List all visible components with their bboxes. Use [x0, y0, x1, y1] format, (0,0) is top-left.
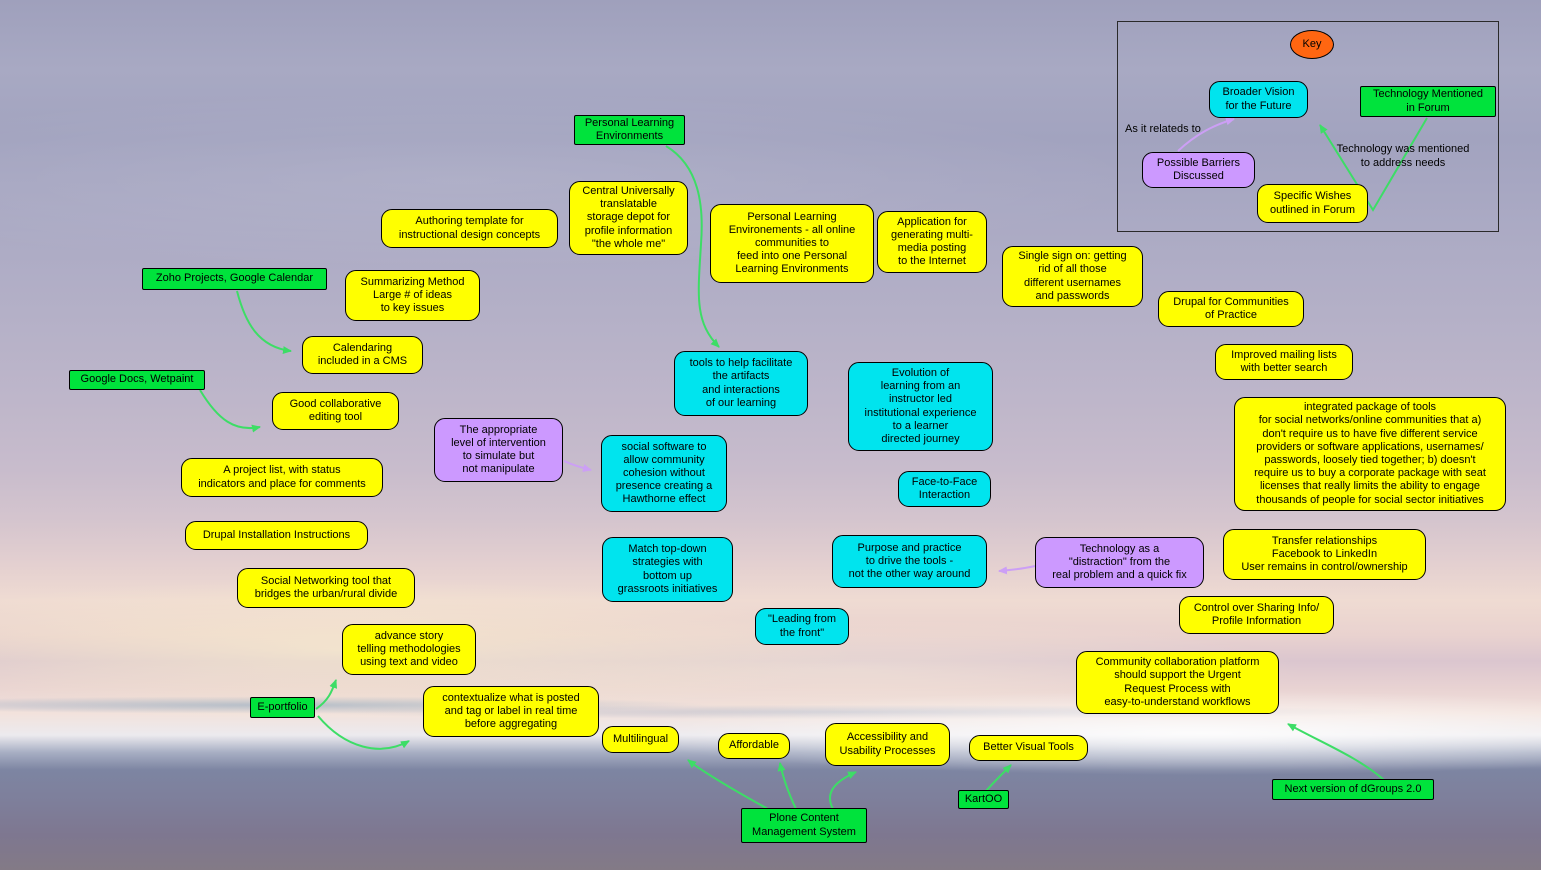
- node-kartoo[interactable]: KartOO: [958, 790, 1009, 809]
- arrow-zoho-to-calendaring: [236, 290, 292, 355]
- node-drupal-installation[interactable]: Drupal Installation Instructions: [185, 521, 368, 550]
- node-authoring-template[interactable]: Authoring template for instructional des…: [381, 209, 558, 248]
- key-technology-mentioned-node[interactable]: Technology Mentioned in Forum: [1360, 86, 1496, 117]
- node-control-sharing-info[interactable]: Control over Sharing Info/ Profile Infor…: [1179, 596, 1334, 634]
- arrow-appropriate-to-socialsoftware: [563, 460, 592, 472]
- node-match-top-down[interactable]: Match top-down strategies with bottom up…: [602, 537, 733, 602]
- node-integrated-package[interactable]: integrated package of tools for social n…: [1234, 397, 1506, 511]
- node-multilingual[interactable]: Multilingual: [602, 726, 679, 753]
- node-better-visual-tools[interactable]: Better Visual Tools: [969, 735, 1088, 761]
- node-e-portfolio[interactable]: E-portfolio: [250, 697, 315, 718]
- node-good-collaborative-editing[interactable]: Good collaborative editing tool: [272, 392, 399, 430]
- node-calendaring-cms[interactable]: Calendaring included in a CMS: [302, 336, 423, 374]
- arrow-plone-to-affordable: [777, 762, 797, 810]
- node-central-storage-depot[interactable]: Central Universally translatable storage…: [569, 181, 688, 255]
- key-broader-vision-node[interactable]: Broader Vision for the Future: [1209, 81, 1308, 118]
- node-next-version-dgroups[interactable]: Next version of dGroups 2.0: [1272, 779, 1434, 800]
- key-technology-was-mentioned-label: Technology was mentioned to address need…: [1336, 143, 1470, 169]
- node-leading-from-front[interactable]: "Leading from the front": [755, 608, 849, 645]
- node-purpose-practice[interactable]: Purpose and practice to drive the tools …: [832, 535, 987, 588]
- node-project-list[interactable]: A project list, with status indicators a…: [181, 458, 383, 497]
- node-accessibility-usability[interactable]: Accessibility and Usability Processes: [825, 723, 950, 766]
- arrow-plone-to-multilingual: [687, 759, 769, 810]
- node-evolution-learning[interactable]: Evolution of learning from an instructor…: [848, 362, 993, 451]
- node-tools-facilitate[interactable]: tools to help facilitate the artifacts a…: [674, 351, 808, 416]
- arrow-eportfolio-to-advancestory: [315, 679, 338, 710]
- arrow-kartoo-to-bettervisual: [985, 764, 1012, 792]
- node-application-multimedia[interactable]: Application for generating multi- media …: [877, 211, 987, 273]
- key-legend-panel: [1117, 21, 1499, 232]
- node-advance-story-telling[interactable]: advance story telling methodologies usin…: [342, 624, 476, 675]
- node-improved-mailing-lists[interactable]: Improved mailing lists with better searc…: [1215, 344, 1353, 380]
- node-transfer-relationships[interactable]: Transfer relationships Facebook to Linke…: [1223, 529, 1426, 580]
- node-technology-distraction[interactable]: Technology as a "distraction" from the r…: [1035, 537, 1204, 588]
- node-zoho-projects-google-calendar[interactable]: Zoho Projects, Google Calendar: [142, 268, 327, 290]
- arrow-dgroups-to-community: [1287, 723, 1385, 781]
- node-plone-cms[interactable]: Plone Content Management System: [741, 808, 867, 843]
- key-as-it-relateds-label: As it relateds to: [1125, 123, 1201, 135]
- node-personal-learning-environments[interactable]: Personal Learning Environments: [574, 115, 685, 145]
- arrow-eportfolio-to-contextualize: [317, 715, 410, 750]
- key-title-node[interactable]: Key: [1290, 30, 1334, 59]
- key-specific-wishes-node[interactable]: Specific Wishes outlined in Forum: [1257, 184, 1368, 223]
- node-community-collaboration[interactable]: Community collaboration platform should …: [1076, 651, 1279, 714]
- node-social-software-cohesion[interactable]: social software to allow community cohes…: [601, 435, 727, 512]
- arrow-distraction-to-purpose: [998, 565, 1036, 575]
- node-appropriate-level[interactable]: The appropriate level of intervention to…: [434, 418, 563, 482]
- node-drupal-communities[interactable]: Drupal for Communities of Practice: [1158, 291, 1304, 327]
- node-google-docs-wetpaint[interactable]: Google Docs, Wetpaint: [69, 370, 205, 390]
- node-summarizing-method[interactable]: Summarizing Method Large # of ideas to k…: [345, 270, 480, 321]
- node-single-sign-on[interactable]: Single sign on: getting rid of all those…: [1002, 246, 1143, 307]
- arrow-googledocs-to-goodcollab: [199, 389, 261, 433]
- arrow-plone-to-accessibility: [828, 771, 857, 810]
- key-possible-barriers-node[interactable]: Possible Barriers Discussed: [1142, 152, 1255, 188]
- node-social-networking-tool[interactable]: Social Networking tool that bridges the …: [237, 568, 415, 608]
- node-affordable[interactable]: Affordable: [718, 733, 790, 759]
- node-face-to-face[interactable]: Face-to-Face Interaction: [898, 471, 991, 507]
- node-contextualize-posted[interactable]: contextualize what is posted and tag or …: [423, 686, 599, 737]
- node-ple-all-online[interactable]: Personal Learning Environements - all on…: [710, 204, 874, 283]
